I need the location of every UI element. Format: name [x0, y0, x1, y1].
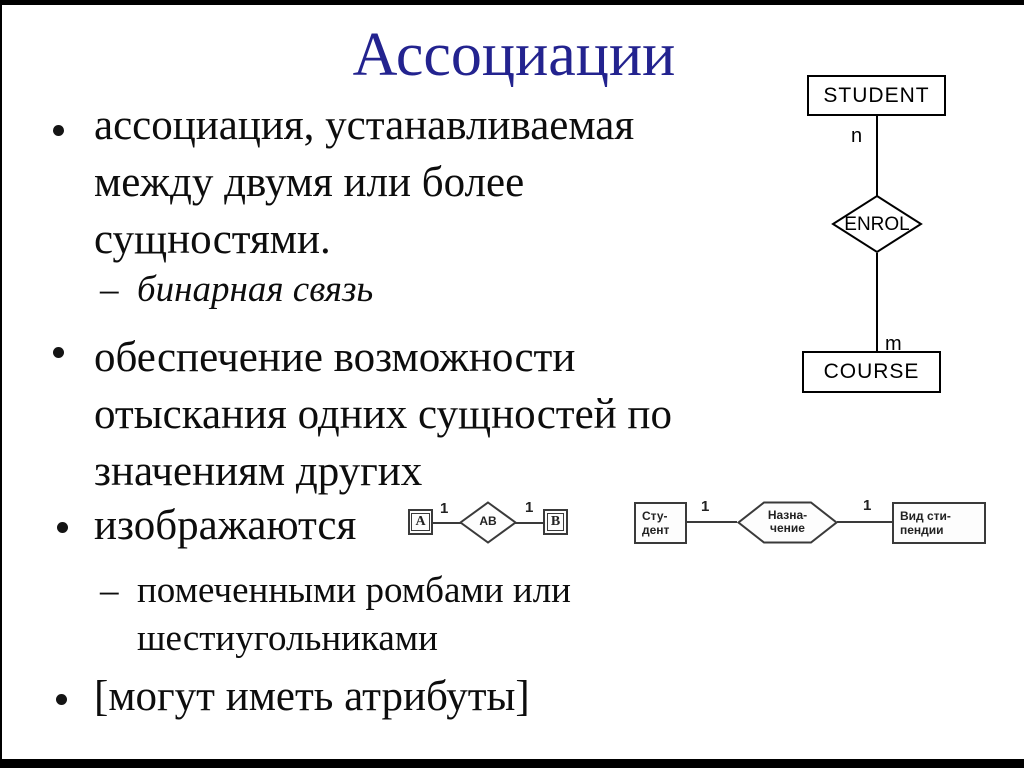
scholarship-ru-line-2: пендии: [900, 523, 944, 537]
connector-line: [432, 522, 461, 524]
cardinality-1: 1: [525, 499, 534, 516]
bullet-marker: [56, 694, 67, 705]
relation-label: ENROL: [844, 214, 910, 235]
sub-bullet-dash: –: [100, 570, 119, 611]
entity-box-a: A: [408, 509, 433, 535]
relation-hexagon-icon: [737, 501, 838, 544]
bullet-1-line-3: сущностями.: [94, 216, 331, 263]
connector-line: [837, 521, 892, 523]
bullet-marker: [57, 522, 68, 533]
entity-a-label: A: [411, 513, 430, 531]
entity-box-student: STUDENT: [807, 75, 946, 116]
cardinality-m: m: [885, 333, 902, 355]
cardinality-1: 1: [440, 500, 449, 517]
sub-bullet-2: помеченными ромбами или шестиугольниками: [137, 567, 571, 663]
student-ru-line-1: Сту-: [642, 509, 668, 523]
bullet-2: обеспечение возможности отыскания одних …: [94, 329, 672, 500]
connector-line: [515, 522, 544, 524]
bullet-marker: [53, 125, 64, 136]
cardinality-1: 1: [701, 498, 710, 515]
cardinality-1: 1: [863, 497, 872, 514]
relation-ru-line-2: чение: [770, 521, 805, 535]
connector-line: [686, 521, 737, 523]
relation-label-ru: Назна- чение: [737, 509, 838, 535]
bullet-1-line-2: между двумя или более: [94, 159, 525, 206]
sub-bullet-1: бинарная связь: [137, 269, 374, 310]
bullet-4: [могут иметь атрибуты]: [94, 673, 530, 720]
connector-line: [876, 116, 878, 196]
relation-diamond-icon: [459, 501, 517, 544]
relation-ru-line-1: Назна-: [767, 508, 808, 522]
relation-diamond-icon: [831, 194, 923, 254]
bullet-2-line-1: обеспечение возможности: [94, 334, 576, 381]
entity-box-course: COURSE: [802, 351, 941, 393]
page-title: Ассоциации: [352, 21, 676, 89]
connector-line: [876, 253, 878, 352]
bullet-1-line-1: ассоциация, устанавливаемая: [94, 102, 635, 149]
entity-b-label: B: [546, 513, 565, 531]
relation-ab-label: AB: [479, 514, 497, 528]
bullet-3: изображаются: [94, 502, 357, 549]
sub-bullet-dash: –: [100, 269, 119, 310]
sub-bullet-2-line-1: помеченными ромбами или: [137, 570, 571, 611]
sub-bullet-2-line-2: шестиугольниками: [137, 618, 438, 659]
bullet-2-line-2: отыскания одних сущностей по: [94, 391, 672, 438]
entity-box-scholarship-ru: Вид сти- пендии: [892, 502, 986, 544]
student-ru-line-2: дент: [642, 523, 670, 537]
scholarship-ru-line-1: Вид сти-: [900, 509, 951, 523]
bottom-border-bar: [2, 759, 1024, 768]
bullet-1: ассоциация, устанавливаемая между двумя …: [94, 97, 634, 268]
entity-box-b: B: [543, 509, 568, 535]
bullet-marker: [53, 347, 64, 358]
bullet-2-line-3: значениям других: [94, 448, 423, 495]
cardinality-n: n: [851, 125, 863, 147]
entity-box-student-ru: Сту- дент: [634, 502, 687, 544]
top-border-bar: [2, 0, 1024, 5]
